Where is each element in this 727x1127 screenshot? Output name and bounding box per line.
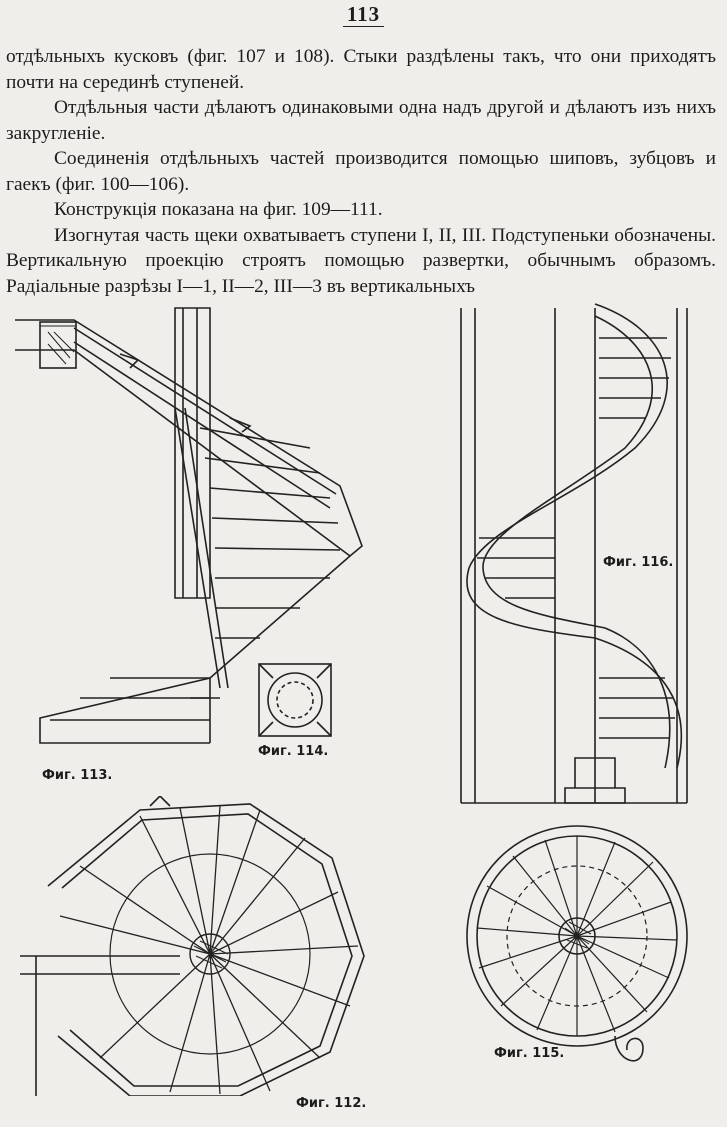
- page-number: 113: [0, 2, 727, 27]
- paragraph-1: отдѣльныхъ кусковъ (фиг. 107 и 108). Сты…: [6, 46, 716, 93]
- figure-112-drawing: [20, 796, 365, 1096]
- paragraph-4: Конструкція показана на фиг. 109—111.: [54, 199, 383, 220]
- figure-115-drawing: [466, 825, 688, 1062]
- figure-113-drawing: [15, 307, 363, 744]
- paragraph-2: Отдѣльныя части дѣлаютъ одинаковыми одна…: [6, 97, 716, 144]
- figure-112-caption: Фиг. 112.: [296, 1096, 367, 1111]
- figure-114-caption: Фиг. 114.: [258, 744, 329, 759]
- paragraph-5: Изогнутая часть щеки охватываетъ ступени…: [6, 224, 716, 297]
- figure-115-caption: Фиг. 115.: [494, 1046, 565, 1061]
- figure-116-drawing: [460, 303, 688, 804]
- body-text: отдѣльныхъ кусковъ (фиг. 107 и 108). Сты…: [6, 44, 716, 299]
- paragraph-3: Соединенія отдѣльныхъ частей производитс…: [6, 148, 716, 195]
- figure-114-drawing: [258, 663, 332, 737]
- figure-113-caption: Фиг. 113.: [42, 768, 113, 783]
- figure-116-caption: Фиг. 116.: [603, 555, 674, 570]
